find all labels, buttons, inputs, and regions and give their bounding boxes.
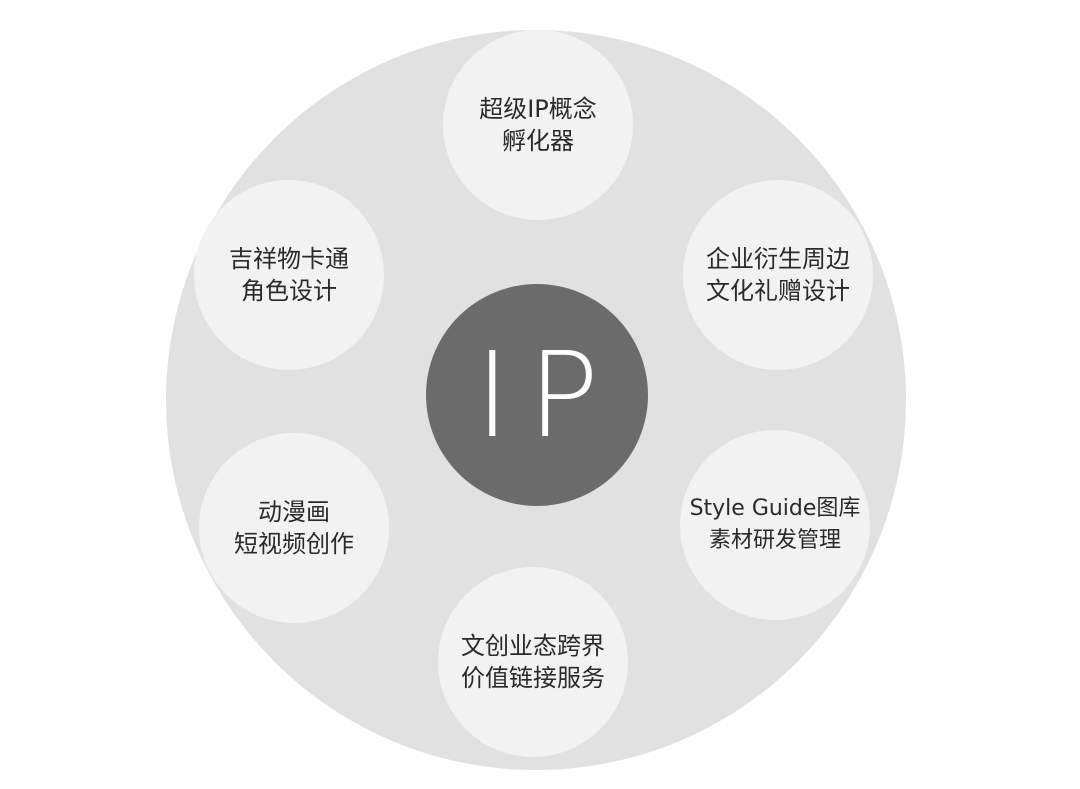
satellite-line: 角色设计 (241, 277, 337, 305)
satellite-ip-incubator: 超级IP概念 孵化器 (443, 30, 633, 220)
satellite-line: 素材研发管理 (708, 528, 841, 553)
satellite-crossover-services: 文创业态跨界 价值链接服务 (438, 567, 628, 757)
satellite-line: 动漫画 (258, 498, 330, 526)
satellite-line: Style Guide图库 (689, 496, 861, 521)
satellite-style-guide: Style Guide图库 素材研发管理 (680, 430, 870, 620)
satellite-line: 吉祥物卡通 (229, 245, 349, 273)
satellite-line: 短视频创作 (234, 530, 354, 558)
satellite-line: 超级IP概念 (479, 95, 597, 123)
satellite-line: 文创业态跨界 (461, 632, 605, 660)
center-ip-circle: IP (426, 284, 648, 506)
satellite-mascot-design: 吉祥物卡通 角色设计 (194, 180, 384, 370)
center-label: IP (475, 326, 617, 464)
satellite-line: 孵化器 (502, 127, 574, 155)
satellite-line: 文化礼赠设计 (706, 277, 850, 305)
satellite-corporate-merch: 企业衍生周边 文化礼赠设计 (683, 180, 873, 370)
satellite-line: 价值链接服务 (461, 664, 605, 692)
satellite-animation-video: 动漫画 短视频创作 (199, 433, 389, 623)
satellite-line: 企业衍生周边 (706, 245, 850, 273)
